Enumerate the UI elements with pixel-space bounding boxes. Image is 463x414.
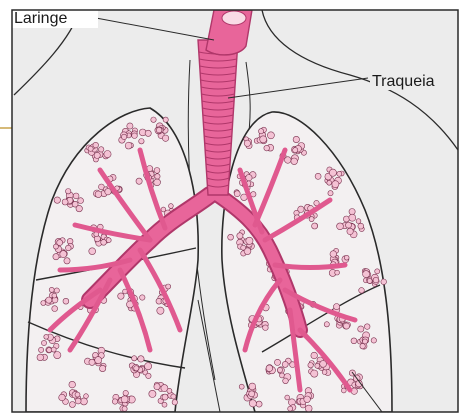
larynx-label: Laringe bbox=[14, 10, 67, 27]
trachea-label: Traqueia bbox=[372, 73, 435, 90]
larynx bbox=[206, 10, 252, 55]
